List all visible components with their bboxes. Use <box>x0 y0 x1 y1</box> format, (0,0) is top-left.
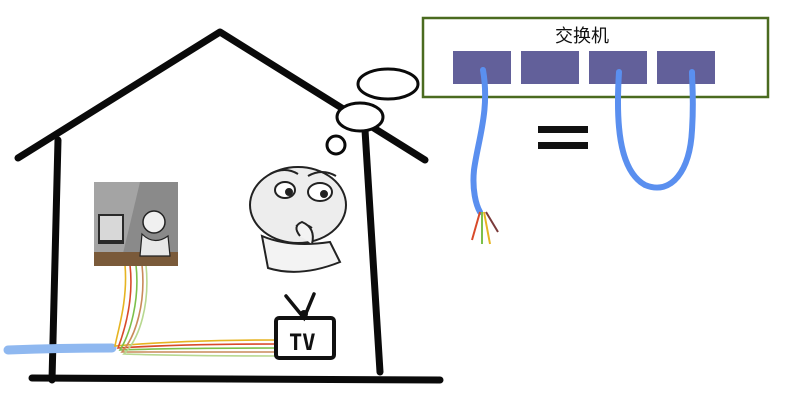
incoming-cable <box>3 343 117 355</box>
house-floor <box>28 374 444 384</box>
thought-bubbles <box>325 67 420 156</box>
thinking-face-icon <box>249 166 347 273</box>
thought-bubble-large <box>356 67 420 101</box>
equals-sign-icon <box>538 126 588 149</box>
thought-bubble-medium <box>335 101 385 133</box>
tv-label: TV <box>289 331 316 356</box>
tv-icon: TV <box>274 292 336 360</box>
house-left-wall <box>48 136 62 384</box>
switch-port-2 <box>521 51 579 84</box>
switch-port-4 <box>657 51 715 84</box>
switch-loop-cable <box>615 69 696 191</box>
switch-cable-unplugged <box>470 67 489 215</box>
network-switch: 交换机 <box>421 16 770 99</box>
house-right-wall <box>361 126 384 376</box>
split-wire-ends <box>471 211 499 245</box>
thought-bubble-small <box>325 134 347 156</box>
switch-label: 交换机 <box>555 26 609 47</box>
internal-wiring <box>114 264 281 357</box>
person-at-computer-icon <box>94 182 178 266</box>
